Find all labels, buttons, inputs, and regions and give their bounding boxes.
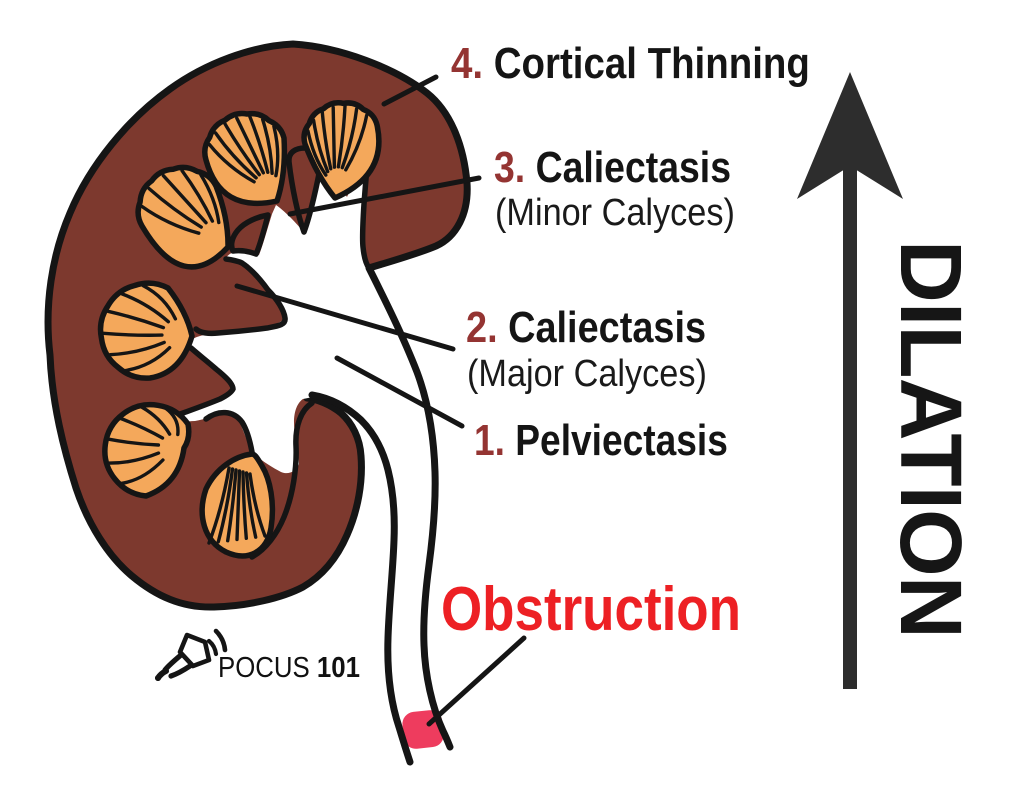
svg-text:(Minor Calyces): (Minor Calyces) [495, 190, 735, 233]
svg-text:4. Cortical Thinning: 4. Cortical Thinning [451, 39, 810, 88]
svg-text:(Major Calyces): (Major Calyces) [467, 351, 707, 394]
svg-text:3. Caliectasis: 3. Caliectasis [494, 142, 731, 192]
svg-text:POCUS 101: POCUS 101 [218, 651, 360, 684]
svg-text:2. Caliectasis: 2. Caliectasis [466, 302, 706, 351]
svg-text:Obstruction: Obstruction [441, 575, 741, 644]
svg-text:1. Pelviectasis: 1. Pelviectasis [474, 415, 728, 465]
svg-text:DILATION: DILATION [882, 240, 979, 638]
